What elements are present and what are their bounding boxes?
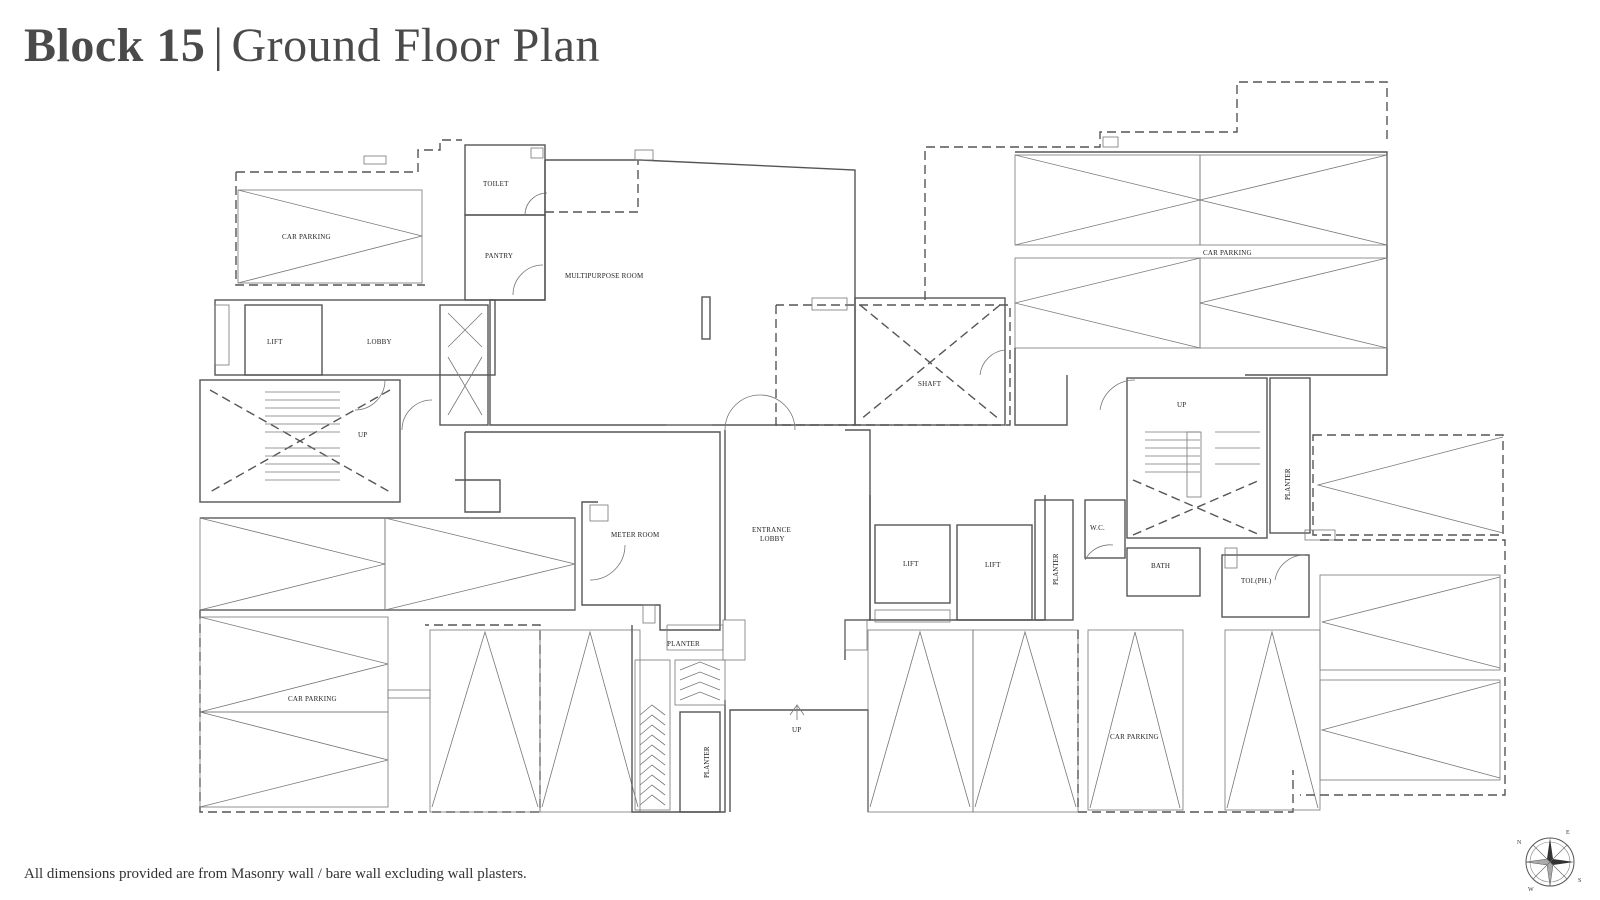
bottom-planter-area <box>631 625 726 813</box>
label-car-parking-top-right: CAR PARKING <box>1203 249 1252 257</box>
label-planter-bottom-vertical: PLANTER <box>703 746 711 778</box>
car-parking-bottom-right <box>867 539 1506 813</box>
label-up-bottom: UP <box>792 726 801 734</box>
label-toilet: TOILET <box>483 180 509 188</box>
car-parking-bottom-left <box>199 610 641 813</box>
label-toi-ph: TOI.(PH.) <box>1241 577 1272 585</box>
plan-name: Ground Floor Plan <box>231 19 600 72</box>
label-up-left: UP <box>358 431 367 439</box>
label-car-parking-top-left: CAR PARKING <box>282 233 331 241</box>
label-lift-left: LIFT <box>267 338 283 346</box>
label-bath: BATH <box>1151 562 1170 570</box>
car-parking-top-right <box>924 81 1388 426</box>
center-lifts <box>869 495 1074 623</box>
shaft <box>775 297 1011 426</box>
label-up-right: UP <box>1177 401 1186 409</box>
label-car-parking-bottom-left: CAR PARKING <box>288 695 337 703</box>
car-parking-left-middle <box>199 517 576 611</box>
bottom-ramp <box>729 704 869 812</box>
page-title: Block 15|Ground Floor Plan <box>24 14 600 78</box>
car-parking-top-left <box>235 139 462 286</box>
label-lift-center-1: LIFT <box>903 560 919 568</box>
compass-n: N <box>1517 840 1522 846</box>
right-stair-core <box>1099 377 1268 539</box>
label-lift-center-2: LIFT <box>985 561 1001 569</box>
label-lobby: LOBBY <box>367 338 392 346</box>
planter-right-vertical-box <box>1269 377 1504 536</box>
footnote: All dimensions provided are from Masonry… <box>24 866 527 882</box>
compass-s: S <box>1578 878 1581 884</box>
label-entrance-line2: LOBBY <box>760 535 785 543</box>
label-car-parking-bottom-right: CAR PARKING <box>1110 733 1159 741</box>
label-planter-bottom: PLANTER <box>667 640 700 648</box>
floor-plan-drawing: CAR PARKING TOILET PANTRY MULTIPURPOSE R… <box>199 81 1506 813</box>
compass-rose-icon: N E S W <box>1517 830 1581 893</box>
block-number: Block 15 <box>24 19 206 72</box>
label-shaft: SHAFT <box>918 380 942 388</box>
multipurpose-room <box>489 149 856 426</box>
compass-w: W <box>1528 887 1534 893</box>
compass-e: E <box>1566 830 1570 836</box>
title-separator: | <box>213 19 224 72</box>
room-labels: CAR PARKING TOILET PANTRY MULTIPURPOSE R… <box>267 180 1292 778</box>
label-planter-center-vertical: PLANTER <box>1052 553 1060 585</box>
toilet-pantry-block <box>464 144 548 301</box>
label-entrance-line1: ENTRANCE <box>752 526 791 534</box>
label-planter-right-vertical: PLANTER <box>1284 468 1292 500</box>
label-wc: W.C. <box>1090 524 1105 532</box>
left-core <box>199 299 496 503</box>
meter-room <box>455 431 721 631</box>
wc-bath-toi <box>1084 499 1336 618</box>
label-multipurpose-room: MULTIPURPOSE ROOM <box>565 272 644 280</box>
label-meter-room: METER ROOM <box>611 531 660 539</box>
label-pantry: PANTRY <box>485 252 513 260</box>
